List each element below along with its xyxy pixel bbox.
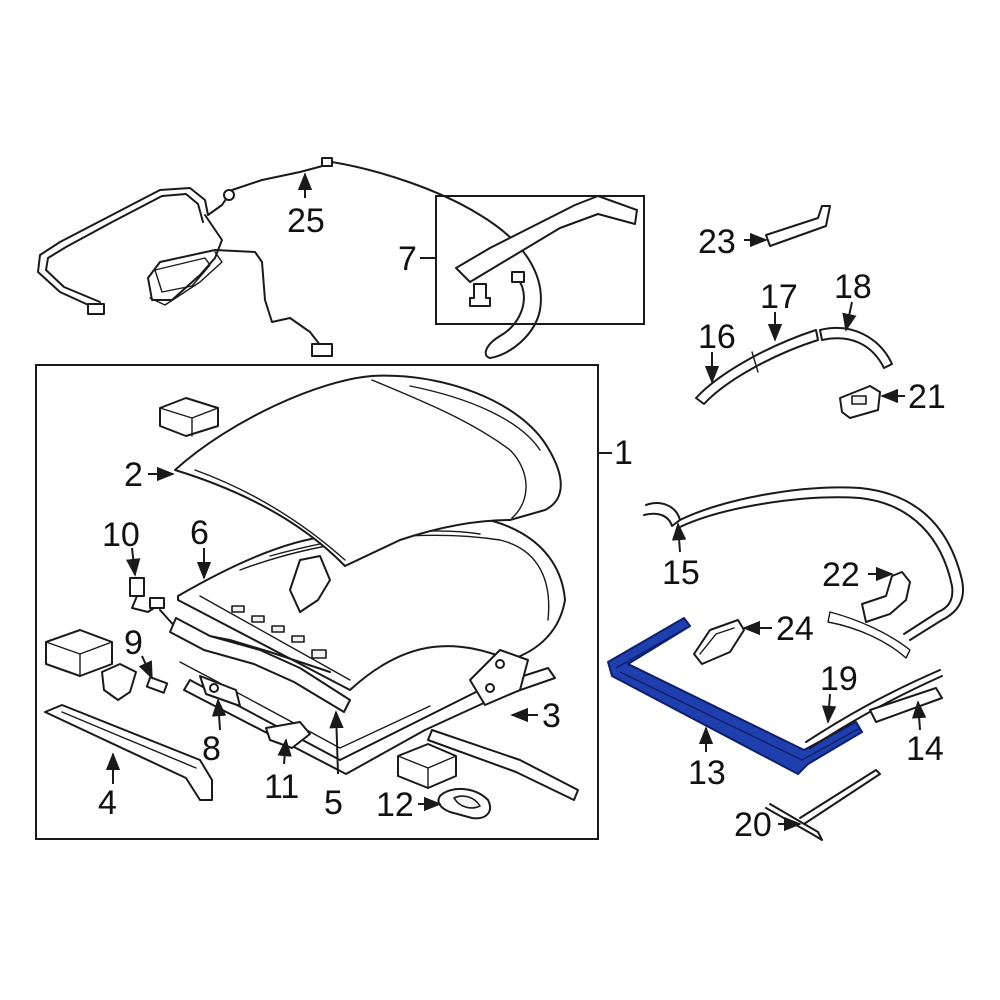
callout-label-3: 3 (542, 697, 561, 735)
package-icon-bottom (397, 743, 457, 789)
callout-18: 18 (834, 268, 872, 332)
callout-9: 9 (124, 624, 153, 680)
callout-label-8: 8 (202, 730, 221, 768)
part-12-pad[interactable] (437, 788, 491, 820)
callout-19: 19 (820, 660, 858, 724)
part-7-bracket (455, 195, 638, 283)
callout-label-23: 23 (698, 223, 736, 261)
part-8-actuator[interactable] (179, 661, 241, 707)
callout-5: 5 (324, 710, 344, 822)
part-6-latch (289, 555, 331, 613)
callout-label-5: 5 (324, 784, 343, 822)
callout-3: 3 (510, 697, 561, 735)
callout-4: 4 (98, 752, 121, 822)
callout-8: 8 (202, 698, 227, 768)
callout-label-19: 19 (820, 660, 858, 698)
callout-label-15: 15 (662, 554, 700, 592)
harness-clip (321, 157, 333, 167)
part-20-molding[interactable] (765, 769, 881, 841)
callout-label-6: 6 (190, 514, 209, 552)
callout-label-10: 10 (102, 516, 140, 554)
callout-label-16: 16 (698, 318, 736, 356)
callout-label-12: 12 (376, 786, 414, 824)
callout-16: 16 (698, 318, 736, 384)
part-11-bracket[interactable] (265, 721, 311, 749)
callout-11: 11 (264, 738, 299, 806)
part-19-trim-strip[interactable] (805, 669, 943, 749)
callout-label-20: 20 (734, 806, 772, 844)
callout-label-21: 21 (908, 378, 946, 416)
callout-2: 2 (124, 456, 175, 494)
callout-7: 7 (398, 240, 436, 278)
callout-22: 22 (822, 556, 894, 594)
part-7-box (435, 195, 645, 325)
part-4-rail[interactable] (44, 704, 213, 801)
part-9-connector[interactable] (101, 663, 169, 701)
part-6-hinge (469, 649, 529, 706)
harness-connector-right (311, 343, 333, 357)
package-icon-top (159, 397, 219, 437)
callout-14: 14 (906, 700, 944, 768)
callout-label-22: 22 (822, 556, 860, 594)
harness-connector-left (87, 303, 105, 315)
callout-label-2: 2 (124, 456, 143, 494)
part-10-connector[interactable] (129, 577, 331, 673)
part-25-wiring-harness[interactable] (37, 157, 333, 357)
callout-13: 13 (688, 726, 726, 792)
part-1-assembly-box (35, 364, 612, 840)
part-5-crossbar[interactable] (169, 617, 351, 713)
callout-12: 12 (376, 786, 442, 824)
callout-24: 24 (742, 610, 814, 648)
callout-20: 20 (734, 806, 802, 844)
harness-grommet (223, 189, 235, 201)
part-21-clip[interactable] (839, 385, 881, 419)
callout-label-1: 1 (614, 434, 633, 472)
callout-21: 21 (880, 378, 946, 416)
callout-label-17: 17 (760, 278, 798, 316)
package-icon-left (45, 629, 113, 677)
callout-label-18: 18 (834, 268, 872, 306)
part-7-bolt (469, 283, 491, 307)
callout-label-11: 11 (264, 768, 299, 806)
part-7-connector (511, 271, 525, 283)
callout-10: 10 (102, 516, 141, 577)
part-23-trim-strip[interactable] (765, 205, 831, 247)
part-6-headliner[interactable] (177, 514, 566, 706)
callout-17: 17 (760, 278, 798, 342)
callout-label-9: 9 (124, 624, 143, 662)
part-13-windshield-seal-highlighted[interactable] (607, 617, 863, 775)
callout-label-4: 4 (98, 784, 117, 822)
callout-label-25: 25 (287, 202, 325, 240)
callout-6: 6 (190, 514, 212, 580)
part-16-weatherstrip[interactable] (695, 329, 819, 405)
callout-label-13: 13 (688, 754, 726, 792)
part-7-cable[interactable] (331, 161, 645, 359)
callout-label-7: 7 (398, 240, 417, 278)
part-24-trim-piece[interactable] (693, 619, 745, 665)
part-18-weatherstrip[interactable] (819, 326, 893, 369)
callout-15: 15 (662, 522, 700, 592)
callout-label-14: 14 (906, 730, 944, 768)
callout-1: 1 (614, 434, 633, 472)
callout-23: 23 (698, 223, 768, 261)
part-14-seal[interactable] (869, 687, 943, 723)
part-22-bracket[interactable] (827, 571, 911, 659)
part-2-top-cover[interactable] (174, 374, 562, 567)
callout-label-24: 24 (776, 610, 814, 648)
callout-25: 25 (287, 172, 325, 240)
